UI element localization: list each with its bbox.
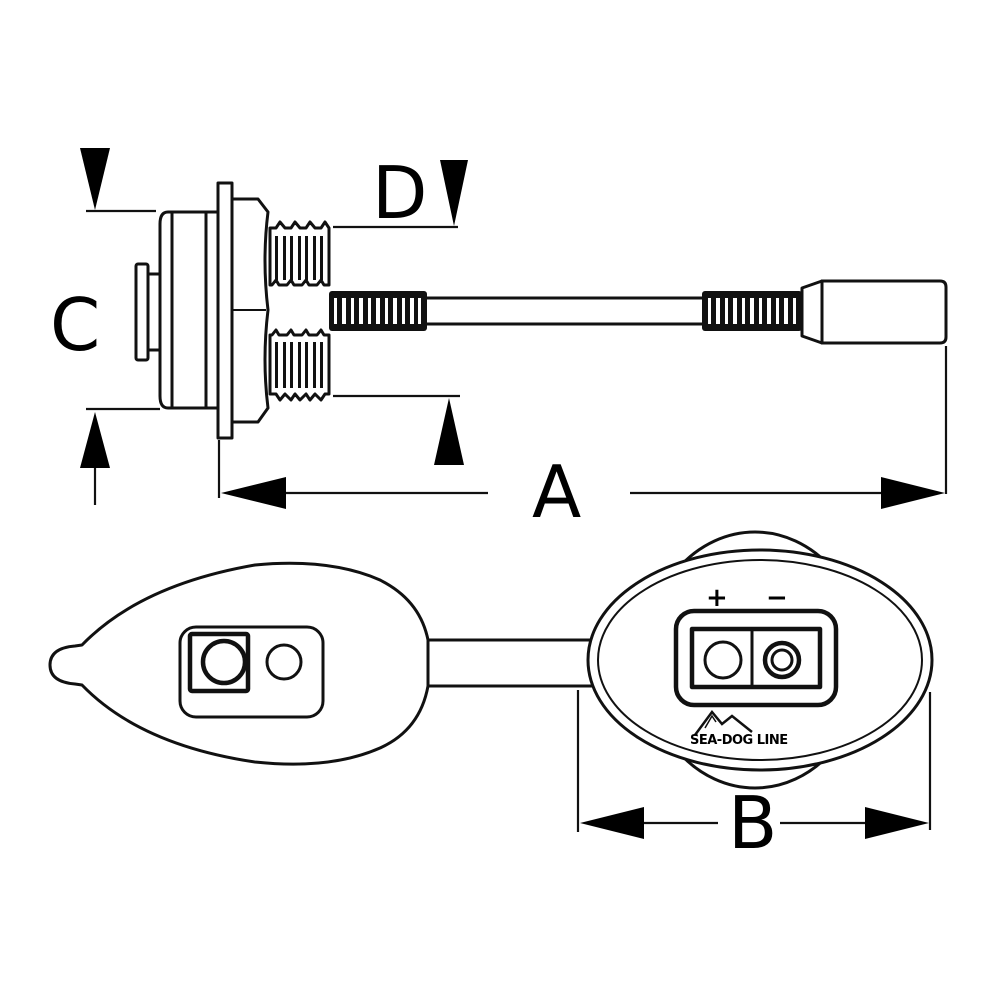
arrow-left-icon — [580, 807, 644, 839]
dimension-label-b: B — [728, 781, 777, 865]
dimension-label-a: A — [532, 450, 581, 534]
hex-nut — [230, 197, 270, 424]
cable — [425, 296, 704, 326]
rear-housing — [158, 210, 220, 410]
dimension-c: C — [50, 148, 160, 505]
thread-lower — [268, 328, 331, 402]
dimension-a: A — [217, 346, 948, 534]
mountain-logo-icon — [693, 709, 753, 736]
brand-logo-text: SEA-DOG LINE — [690, 733, 788, 748]
side-view — [134, 181, 948, 440]
dimension-label-d: D — [372, 151, 427, 235]
arrow-down-icon — [80, 148, 110, 210]
plug — [800, 279, 948, 345]
arrow-left-icon — [221, 477, 286, 509]
negative-terminal-label: − — [766, 583, 788, 613]
thread-upper — [268, 220, 331, 287]
positive-terminal — [703, 640, 743, 680]
arrow-up-icon — [434, 398, 464, 465]
rear-button — [134, 262, 162, 362]
strain-relief-left — [329, 291, 427, 331]
arrow-down-icon — [440, 160, 468, 226]
arrow-right-icon — [881, 477, 945, 509]
dimension-label-c: C — [50, 283, 100, 367]
negative-terminal — [762, 640, 802, 680]
socket-face-view: + − SEA-DOG LINE — [586, 530, 934, 790]
dimension-b: B — [576, 690, 932, 865]
positive-terminal-label: + — [706, 583, 728, 613]
cap-view — [48, 561, 602, 766]
arrow-up-icon — [80, 412, 110, 468]
strain-relief-right — [702, 291, 802, 331]
mounting-flange — [216, 181, 234, 440]
arrow-right-icon — [865, 807, 929, 839]
dimension-d: D — [333, 151, 468, 465]
